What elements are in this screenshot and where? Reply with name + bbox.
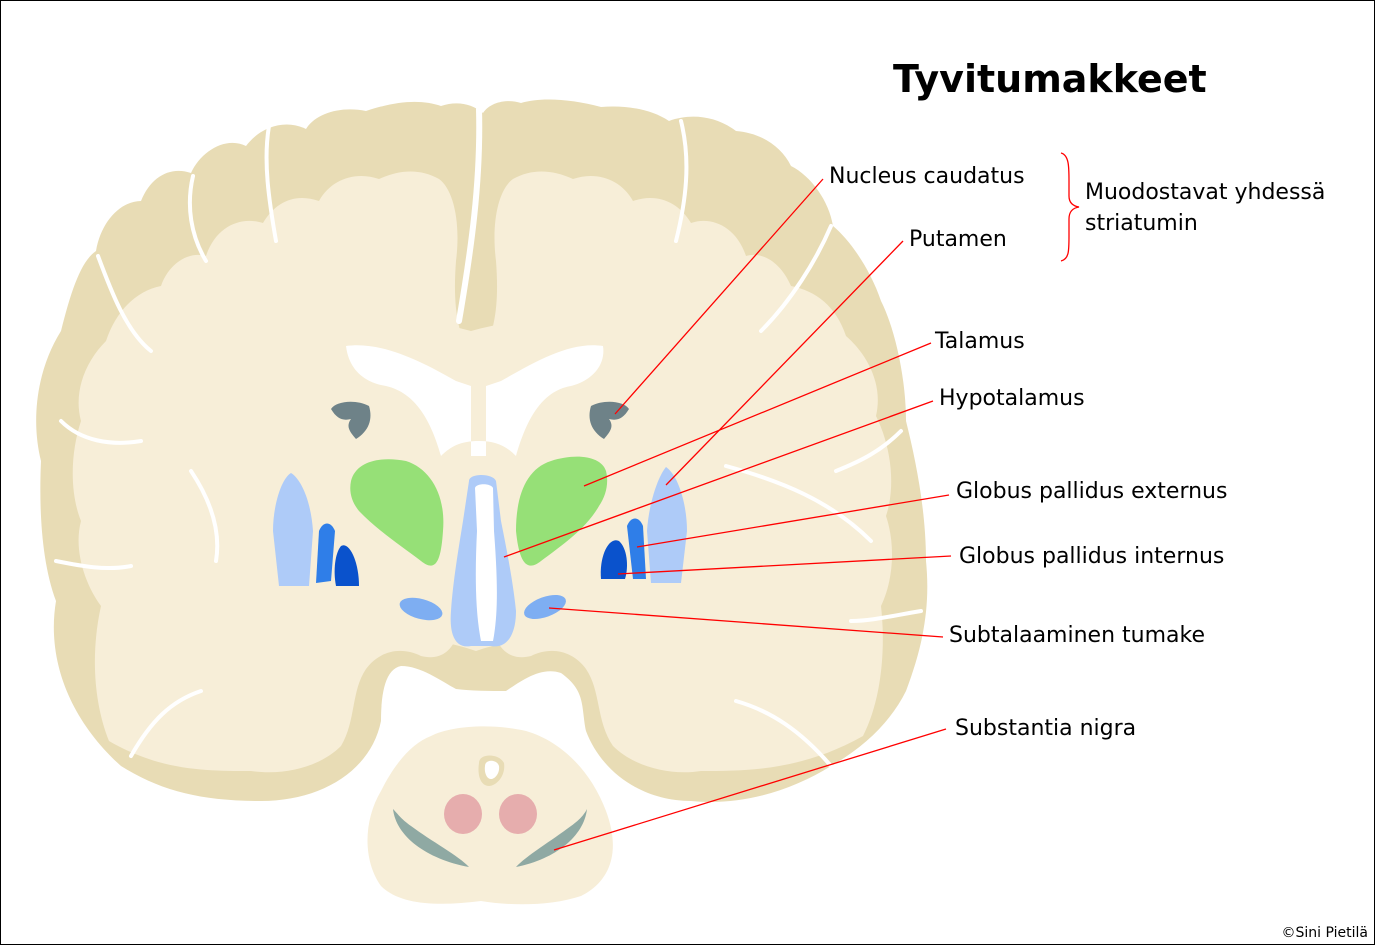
globus-pallidus-externus-right <box>627 518 646 579</box>
sulcus-left-1 <box>264 124 278 243</box>
sulcus-right-1 <box>674 119 689 243</box>
longitudinal-fissure <box>456 106 483 324</box>
label-subtalaaminen: Subtalaaminen tumake <box>949 623 1205 648</box>
leader-putamen <box>665 240 904 486</box>
sulcus-right-3 <box>724 464 873 543</box>
sulcus-right-6 <box>734 699 833 768</box>
striatum-note: Muodostavat yhdessä striatumin <box>1085 177 1325 239</box>
leader-talamus <box>583 342 932 487</box>
label-hypotalamus: Hypotalamus <box>939 386 1085 411</box>
thalamus-right <box>516 456 608 566</box>
sulcus-left-2 <box>187 174 208 263</box>
leader-subtalaaminen <box>548 607 944 638</box>
leader-gp-externus <box>636 494 950 548</box>
caudate-nucleus-right <box>589 401 629 439</box>
copyright: ©Sini Pietilä <box>1281 925 1368 941</box>
label-gp-externus: Globus pallidus externus <box>956 479 1228 504</box>
sulcus-left-5 <box>54 559 133 571</box>
thalamus-left <box>350 459 444 566</box>
sulci <box>54 106 923 768</box>
leader-lines <box>503 178 952 851</box>
diagram-title: Tyvitumakkeet <box>893 57 1207 101</box>
striatum-note-line1: Muodostavat yhdessä <box>1085 180 1326 205</box>
sulcus-right-5 <box>849 609 923 623</box>
red-nucleus-left <box>444 794 482 834</box>
lateral-ventricles <box>346 345 604 456</box>
sulcus-left-3 <box>96 254 153 353</box>
leader-nucleus-caudatus <box>614 178 824 415</box>
sulcus-right-4 <box>834 429 903 473</box>
putamen-left <box>273 473 313 586</box>
globus-pallidus-externus-left <box>316 523 335 583</box>
globus-pallidus-internus-left <box>334 545 359 586</box>
cerebral-aqueduct <box>484 760 500 779</box>
substantia-nigra-left <box>393 809 469 867</box>
putamen-right <box>647 467 687 583</box>
label-putamen: Putamen <box>909 227 1007 252</box>
substantia-nigra-right <box>516 809 587 867</box>
label-nucleus-caudatus: Nucleus caudatus <box>829 164 1025 189</box>
red-nucleus-right <box>499 794 537 834</box>
third-ventricle <box>475 484 497 641</box>
leader-substantia-nigra <box>553 728 947 851</box>
label-gp-internus: Globus pallidus internus <box>959 544 1225 569</box>
striatum-brace <box>1060 152 1080 262</box>
brainstem <box>367 726 613 905</box>
sulcus-left-7 <box>129 689 203 758</box>
subthalamic-nucleus-right <box>524 594 566 620</box>
label-talamus: Talamus <box>935 329 1025 354</box>
label-substantia-nigra: Substantia nigra <box>955 716 1137 741</box>
subthalamic-nucleus-left <box>399 597 443 621</box>
leader-hypotalamus <box>503 400 934 558</box>
sulcus-left-6 <box>189 469 220 563</box>
sulcus-right-2 <box>759 224 833 333</box>
globus-pallidus-internus-right <box>600 540 627 579</box>
striatum-note-line2: striatumin <box>1085 211 1198 236</box>
sulcus-left-4 <box>59 419 143 445</box>
caudate-nucleus-left <box>331 401 371 439</box>
leader-gp-internus <box>617 555 952 575</box>
